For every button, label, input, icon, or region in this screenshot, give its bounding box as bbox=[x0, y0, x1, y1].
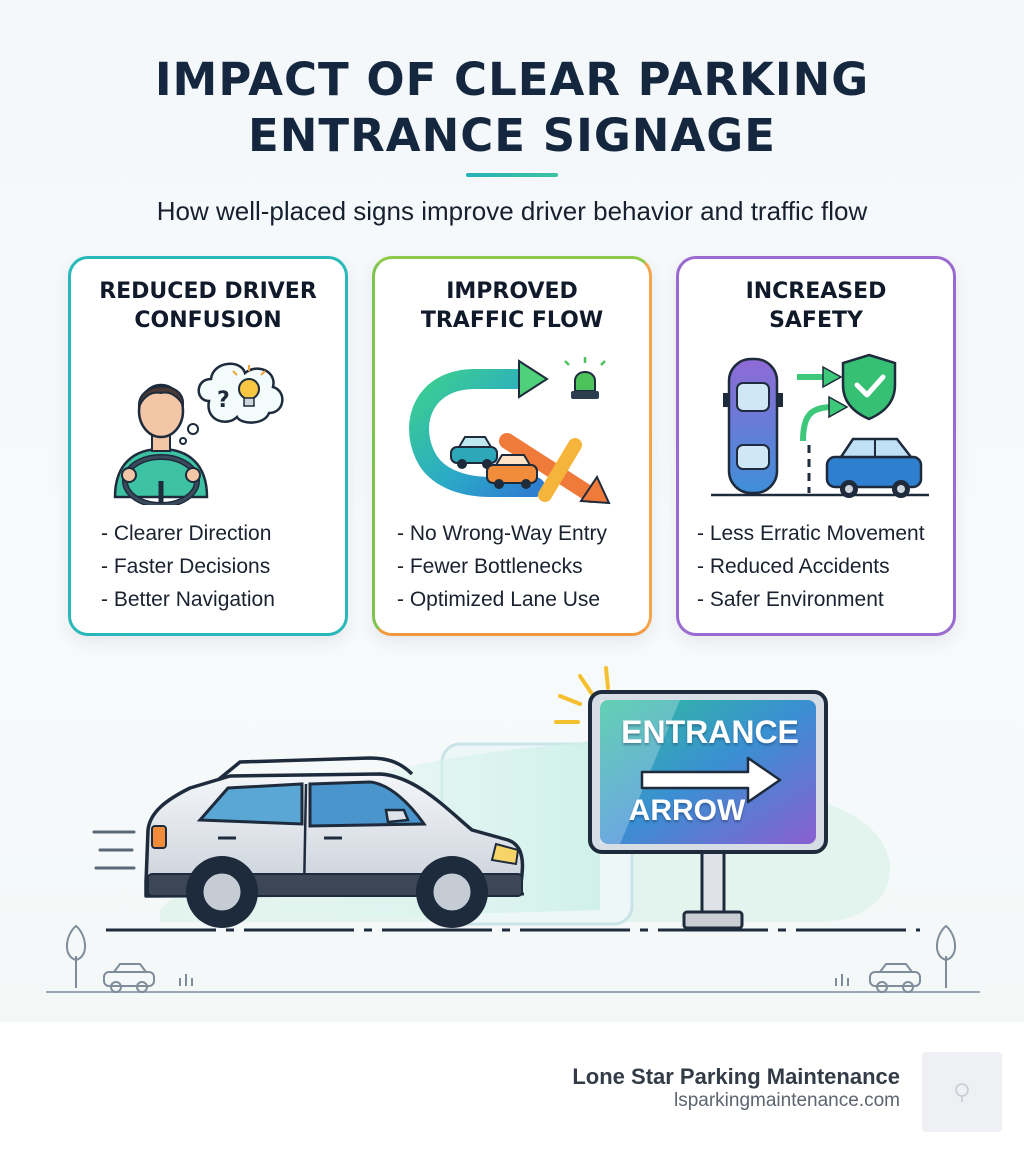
card-title-line-2: CONFUSION bbox=[134, 308, 282, 333]
card-title-line-1: INCREASED bbox=[745, 279, 887, 304]
svg-text:?: ? bbox=[217, 388, 230, 413]
infographic: IMPACT OF CLEAR PARKING ENTRANCE SIGNAGE… bbox=[0, 0, 1024, 1022]
card-title: IMPROVED TRAFFIC FLOW bbox=[375, 277, 649, 335]
title-divider bbox=[466, 173, 558, 177]
logo-placeholder-icon bbox=[955, 1083, 969, 1102]
card-title: REDUCED DRIVER CONFUSION bbox=[71, 277, 345, 335]
list-item: - Optimized Lane Use bbox=[397, 588, 601, 611]
benefit-list: - No Wrong-Way Entry - Fewer Bottlenecks… bbox=[397, 517, 607, 616]
safety-shield-icon bbox=[711, 353, 929, 498]
sign-text-line-2: ARROW bbox=[628, 794, 746, 827]
confused-driver-icon: ? bbox=[113, 362, 284, 505]
company-logo bbox=[922, 1052, 1002, 1132]
list-item: - Clearer Direction bbox=[101, 522, 272, 545]
title-line-2: ENTRANCE SIGNAGE bbox=[248, 109, 776, 162]
list-item: - Reduced Accidents bbox=[697, 555, 890, 578]
traffic-flow-icon bbox=[409, 357, 611, 505]
car-illustration bbox=[144, 756, 525, 928]
benefit-list: - Clearer Direction - Faster Decisions -… bbox=[101, 517, 275, 616]
card-increased-safety: INCREASED SAFETY bbox=[676, 256, 956, 636]
entrance-sign-scene bbox=[46, 666, 980, 993]
card-title-line-1: REDUCED DRIVER bbox=[99, 279, 317, 304]
card-title: INCREASED SAFETY bbox=[679, 277, 953, 335]
sign-text-line-1: ENTRANCE bbox=[621, 714, 799, 750]
list-item: - Less Erratic Movement bbox=[697, 522, 925, 545]
card-title-line-2: SAFETY bbox=[769, 308, 863, 333]
list-item: - Safer Environment bbox=[697, 588, 884, 611]
card-reduced-driver-confusion: REDUCED DRIVER CONFUSION ? bbox=[68, 256, 348, 636]
list-item: - Better Navigation bbox=[101, 588, 275, 611]
list-item: - No Wrong-Way Entry bbox=[397, 522, 608, 545]
list-item: - Fewer Bottlenecks bbox=[397, 555, 583, 578]
page-title: IMPACT OF CLEAR PARKING ENTRANCE SIGNAGE bbox=[0, 52, 1024, 164]
card-title-line-1: IMPROVED bbox=[446, 279, 578, 304]
footer-company-name: Lone Star Parking Maintenance bbox=[572, 1064, 900, 1089]
benefit-list: - Less Erratic Movement - Reduced Accide… bbox=[697, 517, 925, 616]
title-line-1: IMPACT OF CLEAR PARKING bbox=[154, 53, 870, 106]
card-title-line-2: TRAFFIC FLOW bbox=[420, 308, 604, 333]
subtitle: How well-placed signs improve driver beh… bbox=[156, 196, 868, 226]
footer-url: lsparkingmaintenance.com bbox=[673, 1090, 900, 1111]
card-improved-traffic-flow: IMPROVED TRAFFIC FLOW bbox=[372, 256, 652, 636]
list-item: - Faster Decisions bbox=[101, 555, 271, 578]
